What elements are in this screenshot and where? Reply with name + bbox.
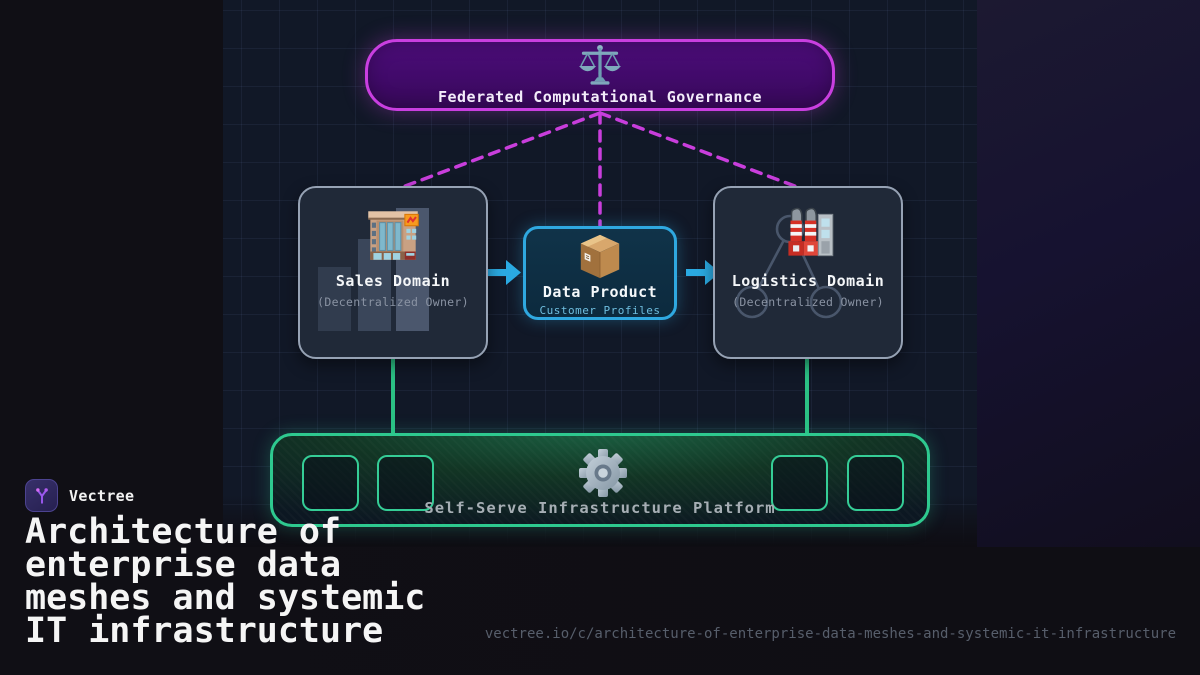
title-line-2: enterprise data	[25, 545, 342, 585]
title-line-4: IT infrastructure	[25, 611, 384, 651]
data-product-title: Data Product	[542, 283, 658, 301]
balance-scales-icon	[579, 44, 621, 85]
package-icon	[580, 234, 620, 279]
governance-node: Federated Computational Governance	[365, 39, 835, 111]
title-line-1: Architecture of	[25, 512, 342, 552]
bar-1	[318, 267, 351, 331]
gear-icon	[579, 449, 627, 497]
brand-row: Vectree	[25, 479, 134, 512]
brand-name: Vectree	[69, 486, 135, 505]
sales-domain-subtitle: (Decentralized Owner)	[317, 295, 469, 309]
logistics-domain-node: Logistics Domain (Decentralized Owner)	[713, 186, 903, 359]
footer-url: vectree.io/c/architecture-of-enterprise-…	[484, 626, 1176, 642]
platform-slot-3	[771, 455, 828, 511]
page-title: Architecture of enterprise data meshes a…	[25, 512, 426, 651]
factory-icon	[788, 207, 834, 257]
department-store-icon	[368, 211, 419, 260]
governance-label: Federated Computational Governance	[437, 88, 763, 106]
data-product-subtitle: Customer Profiles	[539, 304, 661, 317]
sales-domain-title: Sales Domain	[335, 272, 451, 290]
title-line-3: meshes and systemic	[25, 578, 426, 618]
platform-slot-4	[847, 455, 904, 511]
data-product-node: Data Product Customer Profiles	[523, 226, 677, 320]
platform-slot-1	[302, 455, 359, 511]
right-edge-tint	[977, 0, 1200, 547]
platform-label: Self-Serve Infrastructure Platform	[424, 499, 776, 517]
sales-domain-node: Sales Domain (Decentralized Owner)	[298, 186, 488, 359]
logistics-domain-title: Logistics Domain	[731, 272, 885, 290]
vectree-branch-icon	[35, 487, 48, 504]
vectree-logo	[25, 479, 58, 512]
platform-node: Self-Serve Infrastructure Platform	[270, 433, 930, 527]
logistics-domain-subtitle: (Decentralized Owner)	[732, 295, 884, 309]
platform-slot-2	[377, 455, 434, 511]
